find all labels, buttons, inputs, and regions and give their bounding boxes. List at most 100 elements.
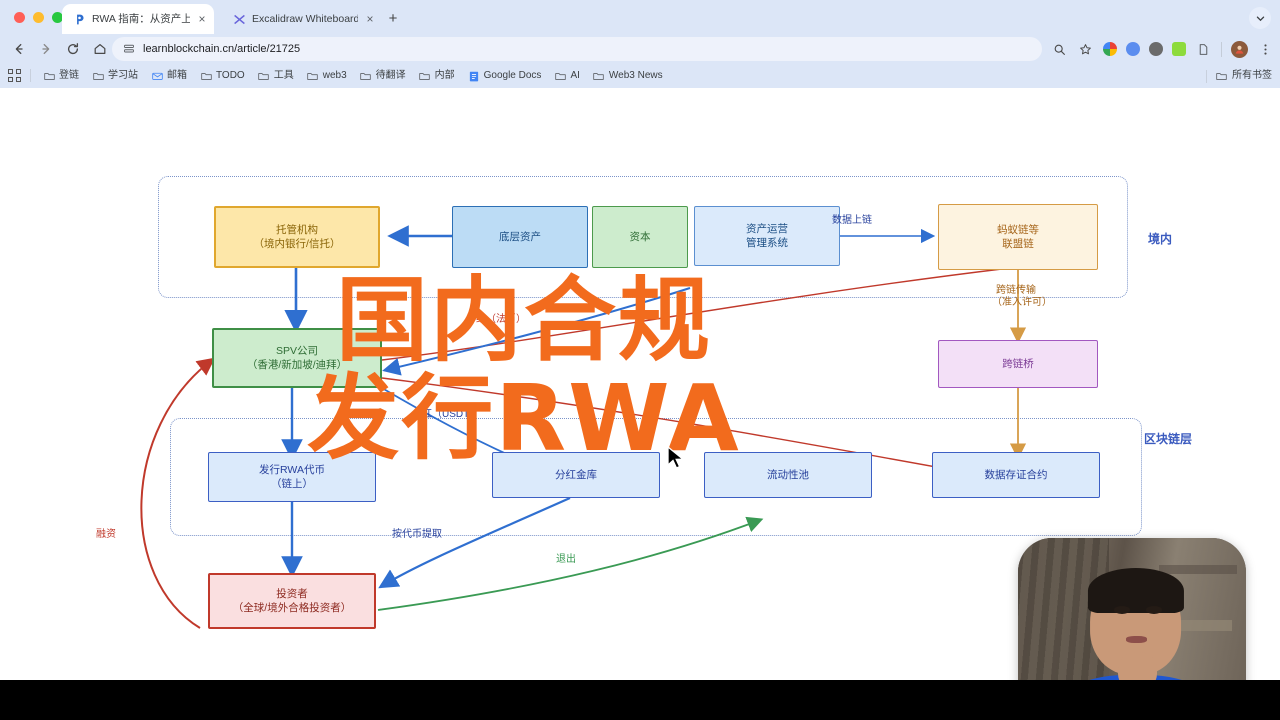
bookmark-google-docs[interactable]: Google Docs xyxy=(463,68,547,84)
edge-label-withdraw-by-token: 按代币提取 xyxy=(392,529,442,540)
star-icon[interactable] xyxy=(1077,41,1094,58)
address-bar[interactable]: learnblockchain.cn/article/21725 xyxy=(112,37,1042,61)
tab-excalidraw[interactable]: Excalidraw Whiteboard × xyxy=(222,4,382,34)
chrome-extension-colorful[interactable] xyxy=(1103,42,1117,56)
node-line: SPV公司 xyxy=(275,345,318,357)
zoom-in-icon[interactable] xyxy=(1051,41,1068,58)
bookmark-tools[interactable]: 工具 xyxy=(253,68,299,84)
folder-icon xyxy=(593,71,605,82)
bookmark-todo[interactable]: TODO xyxy=(195,68,250,84)
google-docs-icon xyxy=(468,71,480,82)
bookmarks-divider xyxy=(30,69,31,82)
chevron-down-icon[interactable] xyxy=(1249,7,1271,29)
minimize-window-button[interactable] xyxy=(33,12,44,23)
excalidraw-favicon xyxy=(232,12,246,26)
bookmark-label: web3 xyxy=(322,70,347,81)
close-window-button[interactable] xyxy=(14,12,25,23)
article-favicon xyxy=(72,12,86,26)
node-line: 托管机构 xyxy=(276,224,318,236)
close-tab-button[interactable]: × xyxy=(198,12,206,26)
bookmark-xuexizhan[interactable]: 学习站 xyxy=(87,68,143,84)
presenter-eye-left xyxy=(1113,606,1130,614)
bookmark-internal[interactable]: 内部 xyxy=(414,68,460,84)
node-dividend-vault[interactable]: 分红金库 xyxy=(492,452,660,498)
tab-rwa-guide[interactable]: RWA 指南：从资产上链到代币 × xyxy=(62,4,214,34)
node-underlying-asset[interactable]: 底层资产 xyxy=(452,206,588,268)
bookmark-to-translate[interactable]: 待翻译 xyxy=(355,68,411,84)
edge-label-cross-chain-transfer: 跨链传输 xyxy=(996,285,1036,296)
rwa-architecture-diagram: 境内 区块链层 xyxy=(0,88,1280,680)
maximize-window-button[interactable] xyxy=(52,12,63,23)
zone-domestic-label: 境内 xyxy=(1148,232,1173,246)
presenter-webcam xyxy=(1018,538,1246,680)
chrome-extension-cube[interactable] xyxy=(1149,42,1163,56)
node-line: 流动性池 xyxy=(767,469,809,481)
bookmark-web3[interactable]: web3 xyxy=(302,68,352,84)
bookmark-denglian[interactable]: 登链 xyxy=(38,68,84,84)
bookmark-label: Web3 News xyxy=(608,70,663,81)
bookmark-label: Google Docs xyxy=(483,70,542,81)
node-line: （境内银行/信托） xyxy=(253,238,341,250)
close-tab-button[interactable]: × xyxy=(366,12,374,26)
all-bookmarks-label: 所有书签 xyxy=(1232,70,1272,81)
presenter-eye-right xyxy=(1145,606,1162,614)
node-line: 资产运营 xyxy=(746,223,788,235)
window-controls[interactable] xyxy=(14,12,63,23)
chrome-extension-shield[interactable] xyxy=(1126,42,1140,56)
reload-button[interactable] xyxy=(62,38,84,60)
edge-label-data-on-chain: 数据上链 xyxy=(832,215,872,226)
browser-chrome: RWA 指南：从资产上链到代币 × Excalidraw Whiteboard … xyxy=(0,0,1280,88)
presenter-mouth xyxy=(1126,636,1147,643)
bookmarks-list: 登链 学习站 邮箱 TODO 工具 xyxy=(38,64,668,88)
bookmark-label: 学习站 xyxy=(108,70,138,81)
node-line: 底层资产 xyxy=(499,231,541,243)
node-line: 发行RWA代币 xyxy=(259,464,325,476)
browser-toolbar: learnblockchain.cn/article/21725 xyxy=(0,34,1280,64)
bookmark-web3-news[interactable]: Web3 News xyxy=(588,68,668,84)
node-consortium-chain[interactable]: 蚂蚁链等 联盟链 xyxy=(938,204,1098,270)
folder-icon xyxy=(200,71,212,82)
bookmarks-divider-right xyxy=(1206,69,1207,83)
node-custodian[interactable]: 托管机构 （境内银行/信托） xyxy=(214,206,380,268)
bookmark-ai[interactable]: AI xyxy=(549,68,584,84)
folder-icon xyxy=(92,71,104,82)
toolbar-divider xyxy=(1221,41,1222,57)
webcam-shelf xyxy=(1173,620,1233,632)
presenter-hair xyxy=(1087,567,1184,614)
folder-icon xyxy=(1215,71,1227,82)
node-green-capital[interactable]: 资本 xyxy=(592,206,688,268)
letterbox-bottom xyxy=(0,680,1280,720)
chrome-extension-green[interactable] xyxy=(1172,42,1186,56)
node-liquidity-pool[interactable]: 流动性池 xyxy=(704,452,872,498)
node-spv[interactable]: SPV公司 （香港/新加坡/迪拜） xyxy=(212,328,382,388)
node-rwa-token[interactable]: 发行RWA代币 （链上） xyxy=(208,452,376,502)
chrome-extension-outline[interactable] xyxy=(1195,41,1212,58)
folder-icon xyxy=(258,71,270,82)
node-data-attestation[interactable]: 数据存证合约 xyxy=(932,452,1100,498)
node-line: （链上） xyxy=(271,478,313,490)
bookmark-label: 工具 xyxy=(273,70,294,81)
mail-icon xyxy=(151,71,163,82)
apps-grid-icon[interactable] xyxy=(8,69,22,83)
node-investors[interactable]: 投资者 （全球/境外合格投资者） xyxy=(208,573,376,629)
node-cross-chain-bridge[interactable]: 跨链桥 xyxy=(938,340,1098,388)
page-content: 境内 区块链层 xyxy=(0,88,1280,680)
three-dots-icon[interactable] xyxy=(1257,41,1274,58)
node-line: 投资者 xyxy=(276,588,308,600)
home-button[interactable] xyxy=(89,38,111,60)
node-asset-operations[interactable]: 资产运营 管理系统 xyxy=(694,206,840,266)
new-tab-button[interactable]: + xyxy=(388,10,398,27)
forward-button[interactable] xyxy=(35,38,57,60)
site-settings-icon[interactable] xyxy=(122,43,135,56)
bookmark-label: 内部 xyxy=(434,70,455,81)
avatar-icon[interactable] xyxy=(1231,40,1248,58)
back-button[interactable] xyxy=(8,38,30,60)
all-bookmarks-group[interactable]: 所有书签 xyxy=(1206,64,1272,88)
node-line: 管理系统 xyxy=(746,237,788,249)
bookmark-mail[interactable]: 邮箱 xyxy=(146,68,192,84)
node-line: （全球/境外合格投资者） xyxy=(232,602,352,614)
zone-domestic xyxy=(158,176,1128,298)
node-line: 蚂蚁链等 xyxy=(997,224,1039,236)
folder-icon xyxy=(360,71,372,82)
